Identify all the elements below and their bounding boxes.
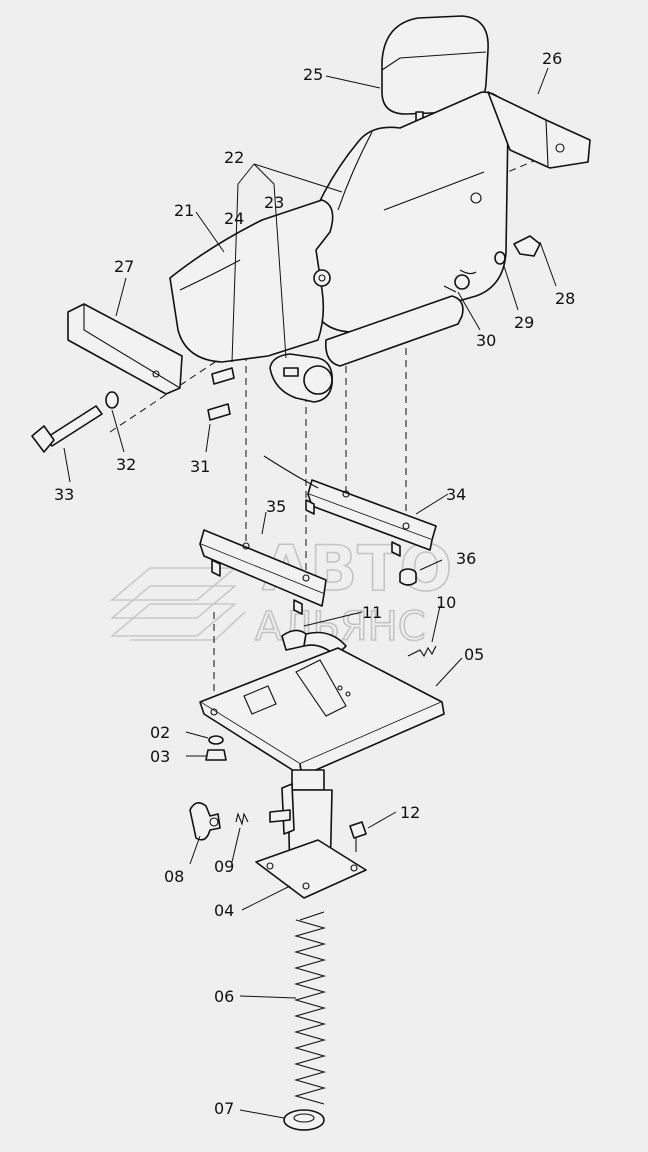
callout-27: 27 bbox=[114, 257, 134, 276]
callout-21: 21 bbox=[174, 201, 194, 220]
screw-09 bbox=[235, 809, 291, 826]
bolt-12 bbox=[349, 821, 367, 852]
backrest-bracket bbox=[487, 91, 591, 169]
callout-05: 05 bbox=[464, 645, 484, 664]
slide-rail-left bbox=[199, 529, 327, 615]
armrest-washer bbox=[105, 391, 119, 409]
callout-11: 11 bbox=[362, 603, 382, 622]
callout-03: 03 bbox=[150, 747, 170, 766]
seat-cushion bbox=[169, 199, 334, 363]
height-knob bbox=[189, 802, 221, 841]
callout-36: 36 bbox=[456, 549, 476, 568]
callout-35: 35 bbox=[266, 497, 286, 516]
base-plate bbox=[199, 647, 445, 777]
nut-36 bbox=[399, 568, 417, 586]
washer-29 bbox=[494, 251, 506, 265]
spring-seat bbox=[283, 1109, 325, 1131]
watermark-logo bbox=[109, 567, 246, 641]
callout-23: 23 bbox=[264, 193, 284, 212]
leader-lines bbox=[63, 67, 557, 1119]
slide-rail-right bbox=[263, 455, 437, 557]
support-column bbox=[255, 769, 367, 899]
callout-34: 34 bbox=[446, 485, 466, 504]
callout-06: 06 bbox=[214, 987, 234, 1006]
headrest bbox=[381, 15, 489, 135]
seat-side-frame bbox=[324, 274, 470, 367]
callout-02: 02 bbox=[150, 723, 170, 742]
callout-24: 24 bbox=[224, 209, 244, 228]
callout-07: 07 bbox=[214, 1099, 234, 1118]
coil-spring bbox=[293, 911, 327, 1105]
washer-02 bbox=[208, 735, 224, 745]
armrest bbox=[67, 303, 183, 395]
callout-09: 09 bbox=[214, 857, 234, 876]
watermark: АВТО АЛЬЯНС bbox=[109, 531, 453, 651]
callout-28: 28 bbox=[555, 289, 575, 308]
bolt-24 bbox=[211, 367, 235, 385]
spring-10 bbox=[407, 645, 437, 658]
callout-31: 31 bbox=[190, 457, 210, 476]
armrest-bolt bbox=[31, 405, 103, 453]
bolt-28 bbox=[513, 235, 541, 257]
callout-26: 26 bbox=[542, 49, 562, 68]
callout-08: 08 bbox=[164, 867, 184, 886]
callouts: 25 26 22 23 24 21 27 28 29 30 31 32 33 3… bbox=[54, 49, 575, 1118]
nut-03 bbox=[205, 749, 227, 761]
callout-04: 04 bbox=[214, 901, 234, 920]
callout-10: 10 bbox=[436, 593, 456, 612]
bolt-31 bbox=[207, 403, 231, 421]
callout-32: 32 bbox=[116, 455, 136, 474]
callout-22: 22 bbox=[224, 148, 244, 167]
callout-25: 25 bbox=[303, 65, 323, 84]
callout-30: 30 bbox=[476, 331, 496, 350]
callout-29: 29 bbox=[514, 313, 534, 332]
recline-pivot bbox=[269, 353, 334, 403]
callout-12: 12 bbox=[400, 803, 420, 822]
callout-33: 33 bbox=[54, 485, 74, 504]
